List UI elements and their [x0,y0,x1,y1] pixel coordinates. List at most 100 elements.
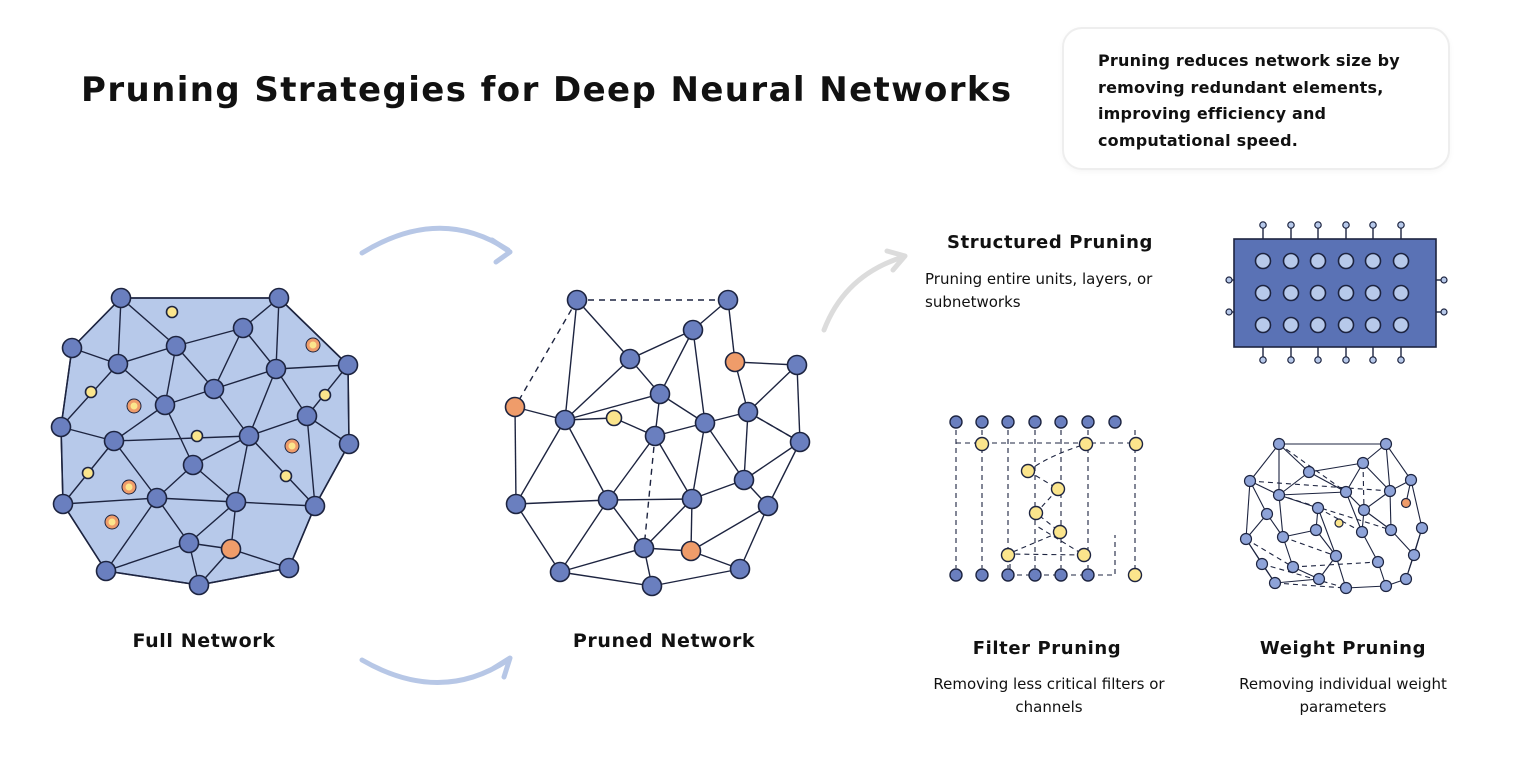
node [265,358,287,380]
weight-edge [1249,443,1280,482]
unit-node [1337,252,1355,270]
node [268,287,290,309]
weight-node [1286,560,1300,574]
pruned-filter-node [1078,436,1094,452]
node [165,305,179,319]
node [633,537,655,559]
weight-edge [1278,471,1310,496]
edge [559,499,609,573]
weight-node [1383,484,1397,498]
edge [105,542,190,572]
pin-node [1225,276,1233,284]
node [296,405,318,427]
edge [514,406,517,505]
arrow-bottom-icon [359,657,511,685]
filter-node [1054,415,1068,429]
edge [314,443,350,507]
node [182,454,204,476]
edge [213,368,277,390]
edge [767,441,801,507]
node [146,487,168,509]
node [154,394,176,416]
filter-node [1001,568,1015,582]
edge [113,435,250,442]
weight-node [1272,488,1286,502]
pruned-weight-edge [1249,480,1391,492]
node [566,289,588,311]
filter-node [949,568,963,582]
weight-edge [1245,480,1251,540]
node [279,469,293,483]
edge [796,364,801,443]
node [554,409,576,431]
edge [62,497,158,505]
pin-node [1342,221,1350,229]
node [110,287,132,309]
node [238,425,260,447]
node [309,341,317,349]
filter-node [1028,568,1042,582]
edge [515,503,561,573]
edge [629,329,694,360]
pruned-filter-node [1128,436,1144,452]
edge [105,570,200,586]
pin-node [1314,221,1322,229]
unit-node [1254,284,1272,302]
weight-node [1379,437,1393,451]
node [318,388,332,402]
edge [120,297,177,347]
edge [727,299,736,363]
weight-edge [1317,507,1337,557]
pruned-filter-node [1028,505,1044,521]
weight-node [1334,518,1344,528]
edge [691,422,706,500]
edge [164,404,194,466]
filter-node [1001,415,1015,429]
page-title: Pruning Strategies for Deep Neural Netwo… [81,70,1013,110]
node [165,335,187,357]
node [220,538,242,560]
node [130,402,138,410]
weight-node [1312,572,1326,586]
edge [105,497,158,572]
unit-node [1392,252,1410,270]
unit-node [1392,284,1410,302]
weight-node [1384,523,1398,537]
weight-node [1276,530,1290,544]
structured-pruning-desc: Pruning entire units, layers, or subnetw… [925,270,1153,311]
pruned-filter-node [1076,547,1092,563]
weight-edge [1278,443,1310,473]
node [125,483,133,491]
edge [743,441,801,481]
unit-node [1309,284,1327,302]
edge [71,297,122,349]
edge [607,498,693,501]
pin-node [1314,356,1322,364]
weight-edge [1385,443,1412,481]
edge [659,329,694,395]
weight-node [1399,572,1413,586]
node [304,495,326,517]
edge [734,361,798,366]
pruned-filter-node [1050,481,1066,497]
edge [248,368,277,437]
edge [607,435,656,501]
node [649,383,671,405]
weight-node [1404,473,1418,487]
node [288,442,296,450]
weight-node [1356,456,1370,470]
weight-node [1339,581,1353,595]
edge [704,422,745,481]
filter-node [949,415,963,429]
edge [347,364,350,445]
weight-node [1357,503,1371,517]
weight-edge [1385,443,1391,492]
node [103,430,125,452]
filter-pruning-icon [949,415,1144,583]
node [605,409,623,427]
weight-node [1260,507,1274,521]
structured-pruning-title: Structured Pruning [947,232,1153,253]
edge [564,419,609,501]
pin-node [1342,356,1350,364]
arrow-top-icon [359,225,511,256]
